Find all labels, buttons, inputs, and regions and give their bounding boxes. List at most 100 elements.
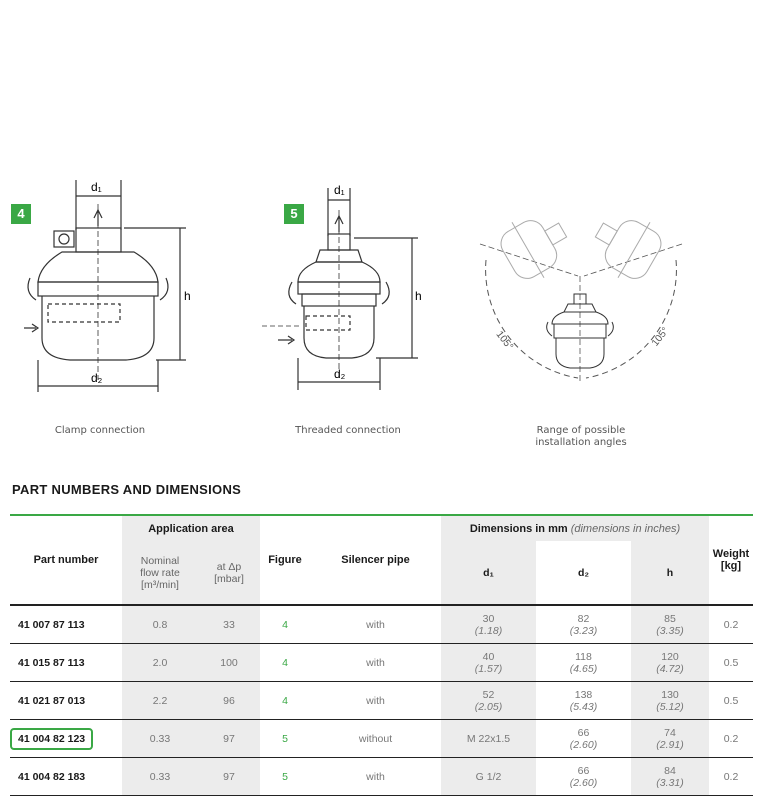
cell-part-number: 41 004 82 183 <box>10 757 122 796</box>
h-mm: 84 <box>664 764 676 777</box>
cell-h: 120(4.72) <box>631 643 709 682</box>
cell-d1: 30(1.18) <box>441 605 536 644</box>
d2-mm: 118 <box>575 650 592 663</box>
h-mm: 130 <box>661 688 679 701</box>
cell-weight: 0.2 <box>709 719 753 758</box>
h-inch: (2.91) <box>656 738 684 751</box>
d1-mm: M 22x1.5 <box>466 732 511 745</box>
d2-mm: 66 <box>577 726 590 739</box>
cell-silencer-pipe: with <box>310 605 441 644</box>
cell-flow-rate: 2.0 <box>122 643 198 682</box>
cell-part-number: 41 021 87 013 <box>10 681 122 720</box>
header-weight-unit: [kg] <box>720 560 742 572</box>
figure-number-badge: 5 <box>284 204 304 224</box>
figure-caption: Threaded connection <box>295 425 401 436</box>
label-h: h <box>415 289 422 303</box>
h-mm: 120 <box>661 650 679 663</box>
cell-part-number: 41 015 87 113 <box>10 643 122 682</box>
cell-h: 84(3.31) <box>631 757 709 796</box>
figure-caption: Range of possible installation angles <box>466 425 696 449</box>
d2-inch: (2.60) <box>569 776 598 789</box>
header-line: [m³/min] <box>141 578 179 591</box>
cell-h: 74(2.91) <box>631 719 709 758</box>
cell-d2: 82(3.23) <box>536 605 631 644</box>
header-application-area: Application area <box>122 515 260 541</box>
cell-figure: 5 <box>260 757 310 796</box>
header-silencer-pipe: Silencer pipe <box>341 554 410 566</box>
d2-mm: 66 <box>577 764 590 777</box>
caption-line: installation angles <box>535 437 627 448</box>
header-dimensions-mm: Dimensions in mm <box>469 522 568 535</box>
d2-mm: 138 <box>574 688 593 701</box>
cell-d1: G 1/2 <box>441 757 536 796</box>
d1-mm: 52 <box>482 688 495 701</box>
cell-delta-p: 97 <box>198 719 260 758</box>
cell-d2: 66(2.60) <box>536 757 631 796</box>
figure-clamp-connection: 4 <box>0 170 200 460</box>
header-dimensions: Dimensions in mm (dimensions in inches) <box>441 515 709 541</box>
d2-mm: 82 <box>577 612 590 625</box>
cell-silencer-pipe: with <box>310 643 441 682</box>
header-part-number: Part number <box>33 554 99 566</box>
cell-flow-rate: 2.2 <box>122 681 198 720</box>
part-number-text: 41 007 87 113 <box>18 618 85 631</box>
cell-d2: 66(2.60) <box>536 719 631 758</box>
figure-installation-angles: 105° 105° Range of possible installation… <box>466 170 696 460</box>
cell-silencer-pipe: without <box>310 719 441 758</box>
d2-inch: (3.23) <box>569 624 598 637</box>
cell-d2: 138(5.43) <box>536 681 631 720</box>
cell-delta-p: 33 <box>198 605 260 644</box>
h-inch: (5.12) <box>656 700 684 713</box>
d1-inch: (1.18) <box>474 624 503 637</box>
h-inch: (3.31) <box>656 776 684 789</box>
header-weight: Weight [kg] <box>709 515 753 605</box>
cell-weight: 0.2 <box>709 605 753 644</box>
cell-weight: 0.5 <box>709 681 753 720</box>
cell-figure: 4 <box>260 605 310 644</box>
header-weight-line: Weight <box>712 548 750 560</box>
header-dimensions-inches: (dimensions in inches) <box>570 522 681 535</box>
figure-number-badge: 4 <box>11 204 31 224</box>
header-line: Nominal <box>140 554 180 567</box>
header-line: flow rate <box>140 566 180 579</box>
figure-caption: Clamp connection <box>54 425 146 436</box>
cell-figure: 4 <box>260 643 310 682</box>
threaded-connection-drawing: d₁ h d₂ <box>262 183 422 390</box>
cell-silencer-pipe: with <box>310 681 441 720</box>
header-line: at Δp <box>216 560 242 573</box>
cell-h: 85(3.35) <box>631 605 709 644</box>
h-inch: (3.35) <box>656 624 684 637</box>
header-delta-p: at Δp [mbar] <box>198 541 260 605</box>
h-inch: (4.72) <box>656 662 684 675</box>
installation-angles-drawing: 105° 105° <box>479 220 683 382</box>
d1-mm: 40 <box>482 650 495 663</box>
angle-label-left: 105° <box>494 329 515 352</box>
section-title: PART NUMBERS AND DIMENSIONS <box>12 482 242 497</box>
part-numbers-table: Part number Application area Figure Sile… <box>10 514 753 796</box>
header-line: [mbar] <box>214 572 244 585</box>
d1-inch: (2.05) <box>474 700 503 713</box>
angle-label-right: 105° <box>650 326 671 349</box>
cell-d1: M 22x1.5 <box>441 719 536 758</box>
highlighted-part-number: 41 004 82 123 <box>10 727 94 750</box>
cell-delta-p: 96 <box>198 681 260 720</box>
cell-d1: 40(1.57) <box>441 643 536 682</box>
cell-weight: 0.5 <box>709 643 753 682</box>
label-d2: d₂ <box>334 367 346 381</box>
cell-delta-p: 97 <box>198 757 260 796</box>
d2-inch: (2.60) <box>569 738 598 751</box>
part-number-text: 41 021 87 013 <box>18 694 86 707</box>
h-mm: 85 <box>664 612 676 625</box>
label-d1: d₁ <box>334 183 345 197</box>
part-number-text: 41 004 82 183 <box>18 770 86 783</box>
header-h: h <box>631 541 709 605</box>
header-nominal-flow: Nominal flow rate [m³/min] <box>122 541 198 605</box>
cell-h: 130(5.12) <box>631 681 709 720</box>
h-mm: 74 <box>664 726 676 739</box>
cell-d1: 52(2.05) <box>441 681 536 720</box>
cell-d2: 118(4.65) <box>536 643 631 682</box>
